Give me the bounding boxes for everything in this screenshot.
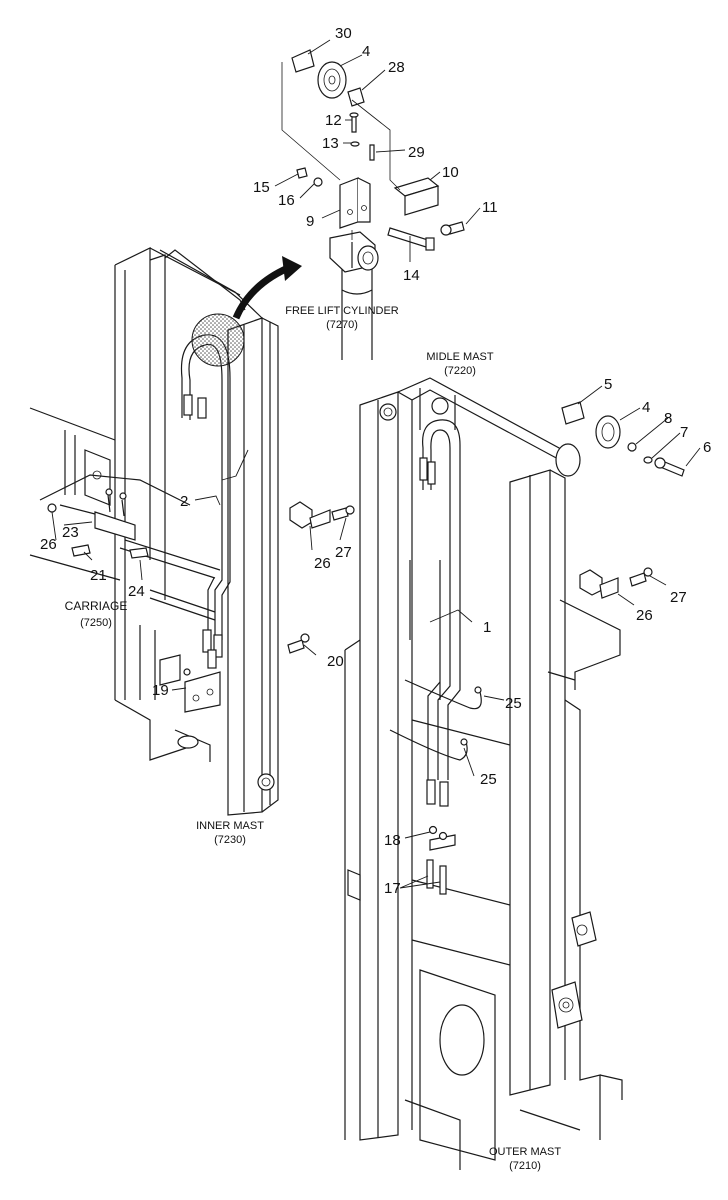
carriage-label: CARRIAGE [65,599,128,613]
callout-26-right: 26 [636,607,653,624]
callout-6: 6 [703,439,711,456]
midle-mast-label: MIDLE MAST [426,351,494,363]
callout-4-top: 4 [362,43,370,60]
callout-27-mid: 27 [335,544,352,561]
inner-mast-code: (7230) [214,834,246,846]
middle-outer-mast [344,377,623,1170]
callout-15: 15 [253,179,270,196]
callout-13: 13 [322,135,339,152]
free-lift-cylinder-head [281,49,465,360]
part-labels: FREE LIFT CYLINDER (7270) MIDLE MAST (72… [65,305,562,1172]
midle-mast-code: (7220) [444,365,476,377]
callout-12: 12 [325,112,342,129]
callout-16: 16 [278,192,295,209]
callout-numbers: 30 4 28 12 13 29 10 15 16 9 11 14 5 4 8 … [40,25,711,897]
inner-mast [114,247,279,816]
free-lift-cylinder-label: FREE LIFT CYLINDER [285,305,399,317]
carriage-code: (7250) [80,617,112,629]
callout-25-upper: 25 [505,695,522,712]
outer-mast-label: OUTER MAST [489,1146,561,1158]
inner-mast-label: INNER MAST [196,820,264,832]
callout-5: 5 [604,376,612,393]
carriage [29,407,221,700]
leader-lines [51,39,701,889]
callout-9: 9 [306,213,314,230]
callout-10: 10 [442,164,459,181]
callout-26-mid: 26 [314,555,331,572]
callout-21: 21 [90,567,107,584]
outer-mast-code: (7210) [509,1160,541,1172]
loose-parts [287,401,685,654]
callout-14: 14 [403,267,420,284]
callout-11: 11 [482,199,498,216]
callout-20: 20 [327,653,344,670]
callout-28: 28 [388,59,405,76]
callout-4-right: 4 [642,399,650,416]
callout-29: 29 [408,144,425,161]
inner-hoses [180,313,245,713]
callout-8: 8 [664,410,672,427]
callout-30: 30 [335,25,352,42]
callout-25-lower: 25 [480,771,497,788]
callout-17: 17 [384,880,401,897]
callout-7: 7 [680,424,688,441]
detail-arrow [232,256,302,320]
callout-18: 18 [384,832,401,849]
callout-19: 19 [152,682,169,699]
free-lift-cylinder-code: (7270) [326,319,358,331]
middle-hoses [389,419,482,895]
callout-26-left: 26 [40,536,57,553]
callout-2: 2 [180,493,188,510]
callout-23: 23 [62,524,79,541]
callout-1: 1 [483,619,491,636]
callout-24: 24 [128,583,145,600]
callout-27-right: 27 [670,589,687,606]
